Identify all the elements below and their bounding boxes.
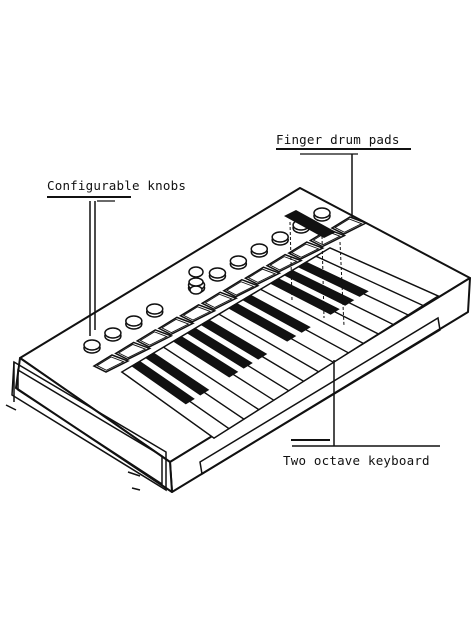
drum-pad <box>243 266 282 286</box>
drum-pad <box>200 291 239 311</box>
knobs <box>83 207 331 354</box>
black-key <box>172 336 239 378</box>
drum-pads <box>92 216 368 373</box>
drum-pad <box>178 303 217 323</box>
drum-pad-inset <box>139 331 168 346</box>
knob-top <box>271 231 289 243</box>
black-key <box>186 327 253 369</box>
drum-pad-inset <box>204 293 233 309</box>
drum-pad-inset <box>161 318 190 334</box>
knobs-label: Configurable knobs <box>47 178 187 193</box>
drum-pad-inset <box>182 306 212 321</box>
white-keys <box>120 247 440 439</box>
drum-pad-inset <box>269 256 298 271</box>
drum-pad <box>330 216 368 235</box>
drum-pad <box>135 329 174 348</box>
drum-pad-inset <box>247 268 277 283</box>
knob-top <box>208 267 227 279</box>
keyboard-label: Two octave keyboard <box>283 453 430 468</box>
black-key <box>228 302 297 342</box>
encoder-knob <box>188 266 204 295</box>
black-key <box>283 269 355 306</box>
black-key <box>131 360 195 405</box>
callout-lines <box>47 148 440 447</box>
black-key <box>297 261 369 297</box>
slider <box>284 210 345 327</box>
drum-pad-inset <box>225 281 255 296</box>
drum-pad-inset <box>117 343 147 359</box>
drum-pad-inset <box>290 243 320 258</box>
side-panel <box>5 360 167 492</box>
drum-pad <box>92 354 130 373</box>
drum-pad <box>114 341 152 361</box>
knob-top <box>250 243 269 255</box>
drum-pad-inset <box>96 356 125 371</box>
black-key <box>241 294 311 333</box>
drum-pad-inset <box>334 218 363 233</box>
knob-top <box>145 303 164 315</box>
knob-top <box>125 315 143 327</box>
white-key <box>314 247 440 307</box>
black-key <box>269 278 340 315</box>
black-key <box>144 352 210 396</box>
pads-label: Finger drum pads <box>276 132 400 147</box>
drum-pad <box>222 278 260 298</box>
drum-pad <box>157 316 195 336</box>
front-inset <box>199 316 441 476</box>
knob-top <box>229 255 248 267</box>
knob-top <box>104 327 122 339</box>
knob-top <box>83 339 101 351</box>
black-keys <box>131 261 369 405</box>
black-key <box>200 319 268 360</box>
knob-top <box>313 207 331 219</box>
drum-pad <box>265 253 303 273</box>
